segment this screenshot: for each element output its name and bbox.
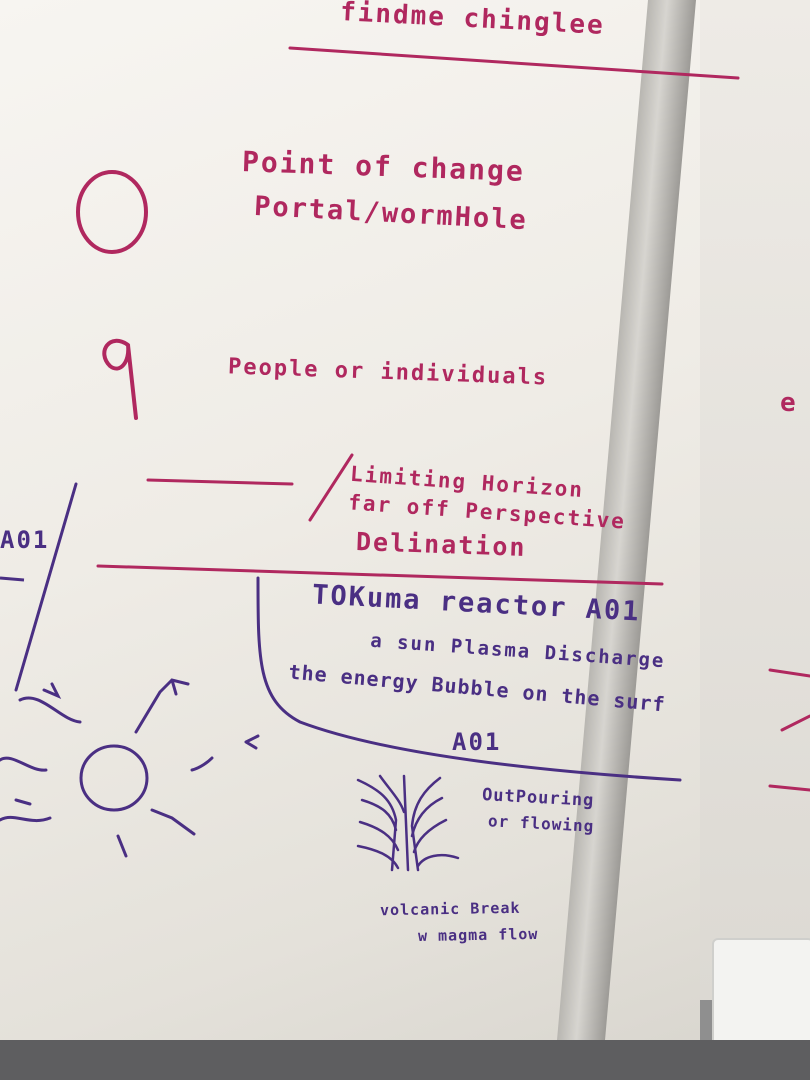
sun-ray-right	[190, 734, 260, 772]
volcano-caption-line2: w magma flow	[417, 924, 539, 946]
left-edge-line	[14, 482, 78, 692]
header-underline	[288, 46, 740, 80]
left-fragment-text: A01	[0, 526, 50, 554]
nine-symbol-drawing	[102, 338, 138, 420]
volcano-sketch	[356, 774, 460, 872]
sun-ray-wave	[18, 682, 82, 724]
sun-ray-left	[0, 756, 48, 772]
right-fragment-text: e	[780, 388, 798, 418]
right-board-marks	[768, 668, 810, 792]
sun-ray-arrow	[134, 678, 190, 734]
line-meaning-line3: Delination	[355, 527, 527, 562]
volcano-caption-line1: volcanic Break	[379, 898, 521, 920]
sun-circle-drawing	[79, 744, 149, 812]
floor	[0, 1040, 810, 1080]
line-symbol-drawing	[146, 478, 294, 486]
reactor-bracket	[256, 576, 682, 782]
sun-ray-bottom	[116, 808, 196, 858]
section-divider	[96, 564, 664, 586]
slash-mark	[308, 453, 354, 522]
left-edge-tick	[0, 576, 25, 582]
circle-symbol-drawing	[76, 170, 148, 254]
adjacent-whiteboard	[700, 0, 810, 1000]
sun-ray-left-lower	[0, 798, 52, 823]
reactor-line4: A01	[452, 728, 502, 756]
